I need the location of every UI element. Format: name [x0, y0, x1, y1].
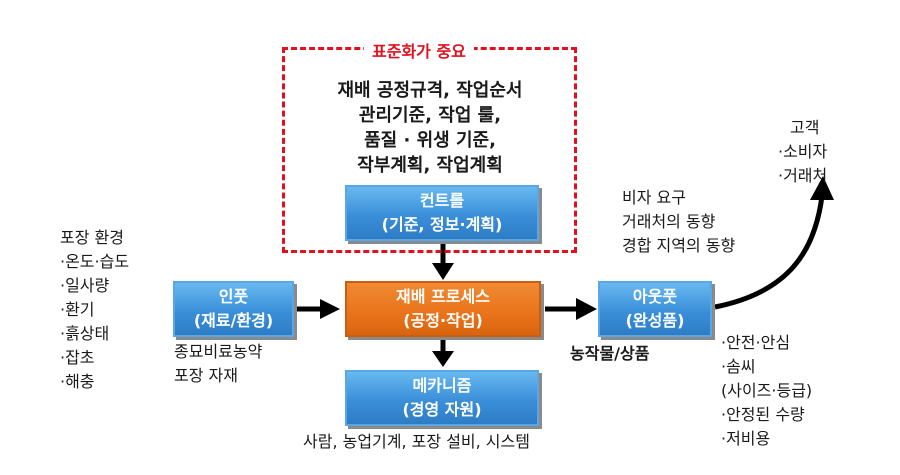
quality-line: ·안전·안심: [721, 333, 791, 352]
environment-line: ·잡초: [60, 348, 95, 367]
customer-list: 고객 ·소비자 ·거래처: [778, 116, 878, 188]
materials-line: 포장 자재: [174, 366, 238, 385]
process-box: 재배 프로세스 (공정·작업): [345, 281, 541, 337]
output-title: 아웃풋: [632, 287, 678, 306]
market-line: 경합 지역의 동향: [622, 236, 736, 255]
customer-line: 고객: [790, 118, 820, 137]
standard-line: 품질 · 위생 기준,: [364, 130, 496, 151]
arrow-output-to-customer: [714, 195, 825, 310]
input-box: 인풋 (재료/환경): [173, 281, 294, 337]
input-subtitle: (재료/환경): [193, 311, 274, 330]
market-line: 거래처의 동향: [622, 212, 716, 231]
mechanism-title: 메카니즘: [412, 376, 472, 395]
mechanism-subtitle: (경영 자원): [402, 400, 482, 419]
output-qualities: ·안전·안심 ·솜씨 (사이즈·등급) ·안정된 수량 ·저비용: [721, 331, 861, 451]
control-title: 컨트롤: [419, 191, 465, 210]
environment-line: ·온도·습도: [60, 252, 130, 271]
process-subtitle: (공정·작업): [403, 311, 483, 330]
standardization-items: 재배 공정규격, 작업순서 관리기준, 작업 룰, 품질 · 위생 기준, 작부…: [290, 78, 570, 178]
mechanism-resources: 사람, 농업기계, 포장 설비, 시스템: [303, 432, 530, 451]
market-trends: 비자 요구 거래처의 동향 경합 지역의 동향: [622, 186, 792, 258]
standard-line: 재배 공정규격, 작업순서: [337, 80, 523, 101]
standardization-title: 표준화가 중요: [364, 38, 474, 62]
arrow-head-output-customer: [810, 176, 834, 200]
environment-line: 포장 환경: [60, 228, 124, 247]
standard-line: 작부계획, 작업계획: [357, 155, 503, 176]
customer-line: ·거래처: [778, 166, 828, 185]
quality-line: ·솜씨: [721, 357, 756, 376]
output-label: 농작물/상품: [570, 344, 650, 363]
arrow-head-process-output: [576, 298, 597, 320]
quality-line: (사이즈·등급): [721, 381, 813, 400]
market-line: 비자 요구: [622, 188, 686, 207]
input-title: 인풋: [218, 287, 249, 306]
control-box: 컨트롤 (기준, 정보·계획): [345, 185, 539, 241]
environment-line: ·일사량: [60, 276, 110, 295]
quality-line: ·저비용: [721, 429, 771, 448]
arrow-head-process-mechanism: [432, 351, 454, 367]
arrow-head-input-process: [320, 299, 340, 319]
control-subtitle: (기준, 정보·계획): [381, 215, 503, 234]
environment-line: ·환기: [60, 300, 95, 319]
customer-line: ·소비자: [778, 142, 828, 161]
quality-line: ·안정된 수량: [721, 405, 805, 424]
output-box: 아웃풋 (완성품): [598, 281, 712, 337]
process-title: 재배 프로세스: [396, 287, 490, 306]
environment-line: ·흙상태: [60, 324, 110, 343]
output-subtitle: (완성품): [625, 311, 685, 330]
environment-list: 포장 환경 ·온도·습도 ·일사량 ·환기 ·흙상태 ·잡초 ·해충: [60, 226, 170, 394]
arrow-head-control-process: [432, 263, 454, 280]
materials-line: 종묘비료농약: [174, 342, 263, 361]
environment-line: ·해충: [60, 372, 95, 391]
input-materials: 종묘비료농약 포장 자재: [174, 340, 314, 388]
mechanism-box: 메카니즘 (경영 자원): [345, 370, 539, 426]
standard-line: 관리기준, 작업 룰,: [358, 105, 502, 126]
